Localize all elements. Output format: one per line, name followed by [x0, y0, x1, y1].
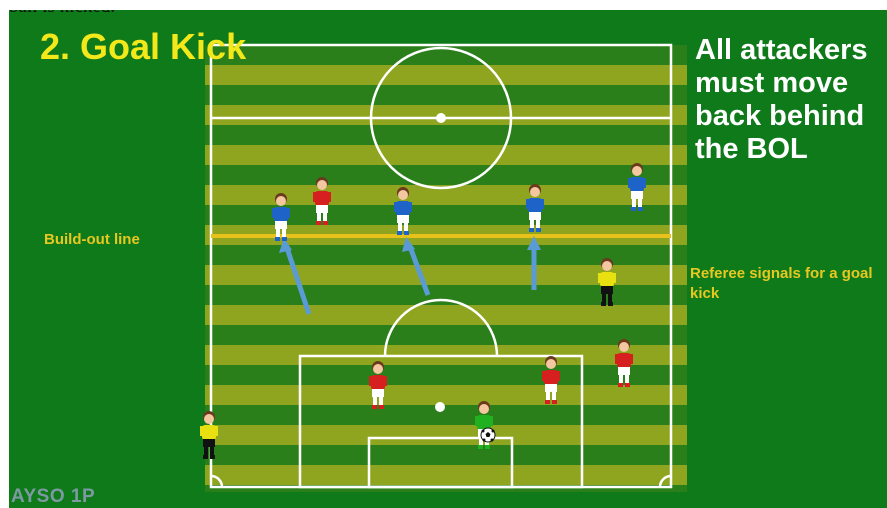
assistant-referee-icon: [199, 410, 219, 465]
slide: ball is kicked.: [9, 10, 887, 508]
build-out-line-label: Build-out line: [44, 231, 140, 248]
watermark: AYSO 1P: [11, 486, 95, 508]
instruction-text: All attackers must move back behind the …: [695, 34, 885, 166]
center-spot: [436, 113, 446, 123]
attacker-player-icon: [627, 162, 647, 217]
attacker-player-icon: [393, 186, 413, 241]
soccer-ball-icon: [480, 427, 496, 448]
penalty-spot: [435, 402, 445, 412]
defender-player-icon: [614, 338, 634, 393]
defender-player-icon: [541, 355, 561, 410]
attacker-player-icon: [525, 183, 545, 238]
slide-title: 2. Goal Kick: [40, 26, 246, 68]
attacker-player-icon: [271, 192, 291, 247]
defender-player-icon: [368, 360, 388, 415]
referee-label: Referee signals for a goal kick: [690, 264, 885, 304]
defender-player-icon: [312, 176, 332, 231]
referee-icon: [597, 257, 617, 312]
